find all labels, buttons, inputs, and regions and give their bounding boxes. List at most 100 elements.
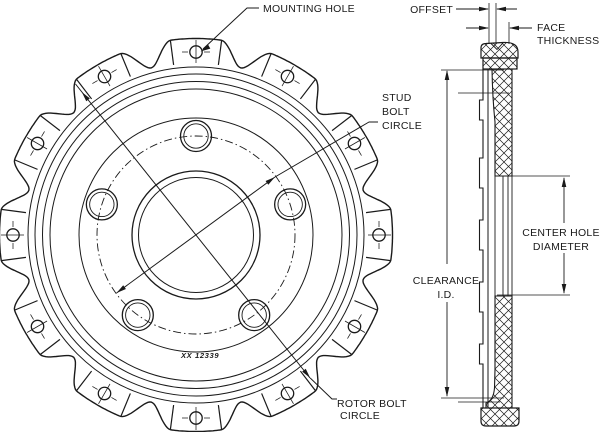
mounting-hole-4 (97, 69, 112, 84)
mounting-hole-5 (30, 136, 45, 151)
drum-outer-wall-profile (478, 69, 484, 408)
mounting-hole-8 (97, 386, 112, 401)
pad-edge-3-0 (217, 40, 223, 66)
callout-labels: MOUNTING HOLE OFFSET FACE THICKNESS STUD… (180, 3, 599, 422)
stud-hole-chamfer-3 (241, 302, 267, 328)
pad-edge-0-1 (365, 208, 391, 214)
face-thickness-arrow-right (509, 25, 519, 31)
face-thickness-arrow-left (479, 25, 489, 31)
stud-dim-arrow-top (265, 177, 275, 185)
part-number-stamp: XX 12339 (180, 351, 219, 360)
mounting-hole-leader (202, 7, 259, 50)
pad-edge-5-0 (39, 115, 61, 132)
stud-hole-chamfer-2 (125, 302, 151, 328)
stud-hole-chamfer-0 (183, 123, 209, 149)
mounting-hole-10 (280, 386, 295, 401)
pad-edge-7-0 (14, 300, 38, 311)
ring-circle-1 (34, 73, 358, 397)
pad-edge-11-1 (354, 300, 378, 311)
pad-edge-8-0 (76, 370, 93, 392)
rotor-bolt-circle-label-line1: ROTOR BOLT (337, 398, 407, 410)
pad-edge-6-0 (1, 208, 27, 214)
mounting-hole-tangent-tick-7 (41, 333, 45, 339)
pad-edge-3-1 (169, 40, 175, 66)
mounting-hole-tangent-tick-b-5 (41, 131, 45, 137)
mounting-hole-tangent-tick-2 (275, 69, 281, 73)
mounting-hole-radial-centerline-11 (344, 320, 366, 333)
pad-edge-4-1 (76, 78, 93, 100)
stud-hole-3 (238, 298, 271, 332)
stud-bolt-circle-label-line2: BOLT (382, 106, 410, 118)
rotor-section-view (458, 41, 520, 427)
face-thickness-label-line2: THICKNESS (537, 35, 599, 47)
mounting-hole-arrow (200, 44, 211, 52)
pad-edge-11-0 (331, 338, 353, 355)
stud-bolt-circle-leader (274, 121, 378, 178)
mounting-hole-tangent-tick-b-2 (294, 80, 300, 84)
mounting-hole-tangent-tick-b-10 (275, 397, 281, 401)
offset-label: OFFSET (410, 4, 453, 16)
scalloped-flange-outline (0, 37, 394, 432)
mounting-hole-tangent-tick-b-11 (347, 333, 351, 339)
mounting-hole-label: MOUNTING HOLE (263, 3, 355, 15)
stud-bolt-circle-dimension-line (116, 176, 276, 294)
dimension-lines (75, 3, 570, 400)
ring-circle-3 (49, 88, 343, 382)
center-hole-arrow-top (561, 177, 567, 187)
section-top-notch (490, 42, 504, 51)
rotor-bolt-circle-leader (309, 377, 337, 400)
mounting-hole-radial-centerline-2 (281, 65, 294, 87)
mounting-hole-radial-centerline-8 (98, 383, 111, 405)
rotor-dim-arrow-bottom (302, 368, 311, 378)
pad-edge-2-0 (299, 78, 316, 100)
mounting-hole-tangent-tick-8 (111, 397, 117, 401)
mounting-hole-1 (347, 136, 362, 151)
section-upper-wall (491, 68, 513, 177)
stud-hole-4 (274, 188, 307, 221)
stud-hole-0 (179, 119, 213, 153)
section-top-cap (480, 41, 519, 59)
clearance-id-label-line2: I.D. (437, 289, 454, 301)
center-hole-diameter-label-line1: CENTER HOLE (522, 227, 599, 239)
mounting-hole-11 (347, 319, 362, 334)
pad-edge-9-1 (217, 404, 223, 430)
stud-hole-1 (85, 188, 118, 221)
face-thickness-label-line1: FACE (537, 22, 565, 34)
mounting-hole-tangent-tick-b-7 (30, 314, 34, 320)
mounting-hole-tangent-tick-4 (92, 80, 98, 84)
mounting-hole-radial-centerline-1 (344, 137, 366, 150)
ring-circle-0 (27, 66, 365, 404)
stud-dim-arrow-bottom (116, 285, 126, 293)
stud-hole-2 (121, 298, 154, 332)
mounting-hole-7 (30, 319, 45, 334)
offset-arrow-left (479, 6, 489, 12)
section-top-band (482, 57, 518, 70)
ring-circle-2 (42, 81, 350, 389)
center-hole-diameter-label-line2: DIAMETER (533, 241, 589, 253)
offset-arrow-right (496, 6, 506, 12)
mounting-hole-radial-centerline-5 (26, 137, 48, 150)
pad-edge-1-0 (354, 159, 378, 170)
mounting-hole-radial-centerline-7 (26, 320, 48, 333)
pad-edge-9-0 (169, 404, 175, 430)
center-hole-arrow-bottom (561, 284, 567, 294)
stud-hole-chamfer-1 (89, 191, 115, 218)
mounting-hole-radial-centerline-10 (281, 383, 294, 405)
mounting-hole-tangent-tick-11 (358, 314, 362, 320)
rotor-bolt-circle-label-line2: CIRCLE (340, 410, 380, 422)
ring-circle-4 (78, 117, 314, 353)
pad-edge-10-0 (261, 393, 272, 417)
rotor-bolt-circle-dimension-line (75, 83, 311, 379)
clearance-id-label-line1: CLEARANCE (413, 275, 479, 287)
section-bottom-cap (480, 407, 520, 427)
section-lower-wall (485, 295, 513, 409)
rotor-dim-arrow-top (81, 92, 90, 102)
pad-edge-1-1 (331, 115, 353, 132)
mounting-hole-tangent-tick-b-8 (92, 386, 98, 390)
pad-edge-7-1 (39, 338, 61, 355)
mounting-hole-2 (280, 69, 295, 84)
pad-edge-6-1 (1, 256, 27, 262)
stud-hole-chamfer-4 (277, 191, 303, 218)
pad-edge-2-1 (261, 53, 272, 77)
